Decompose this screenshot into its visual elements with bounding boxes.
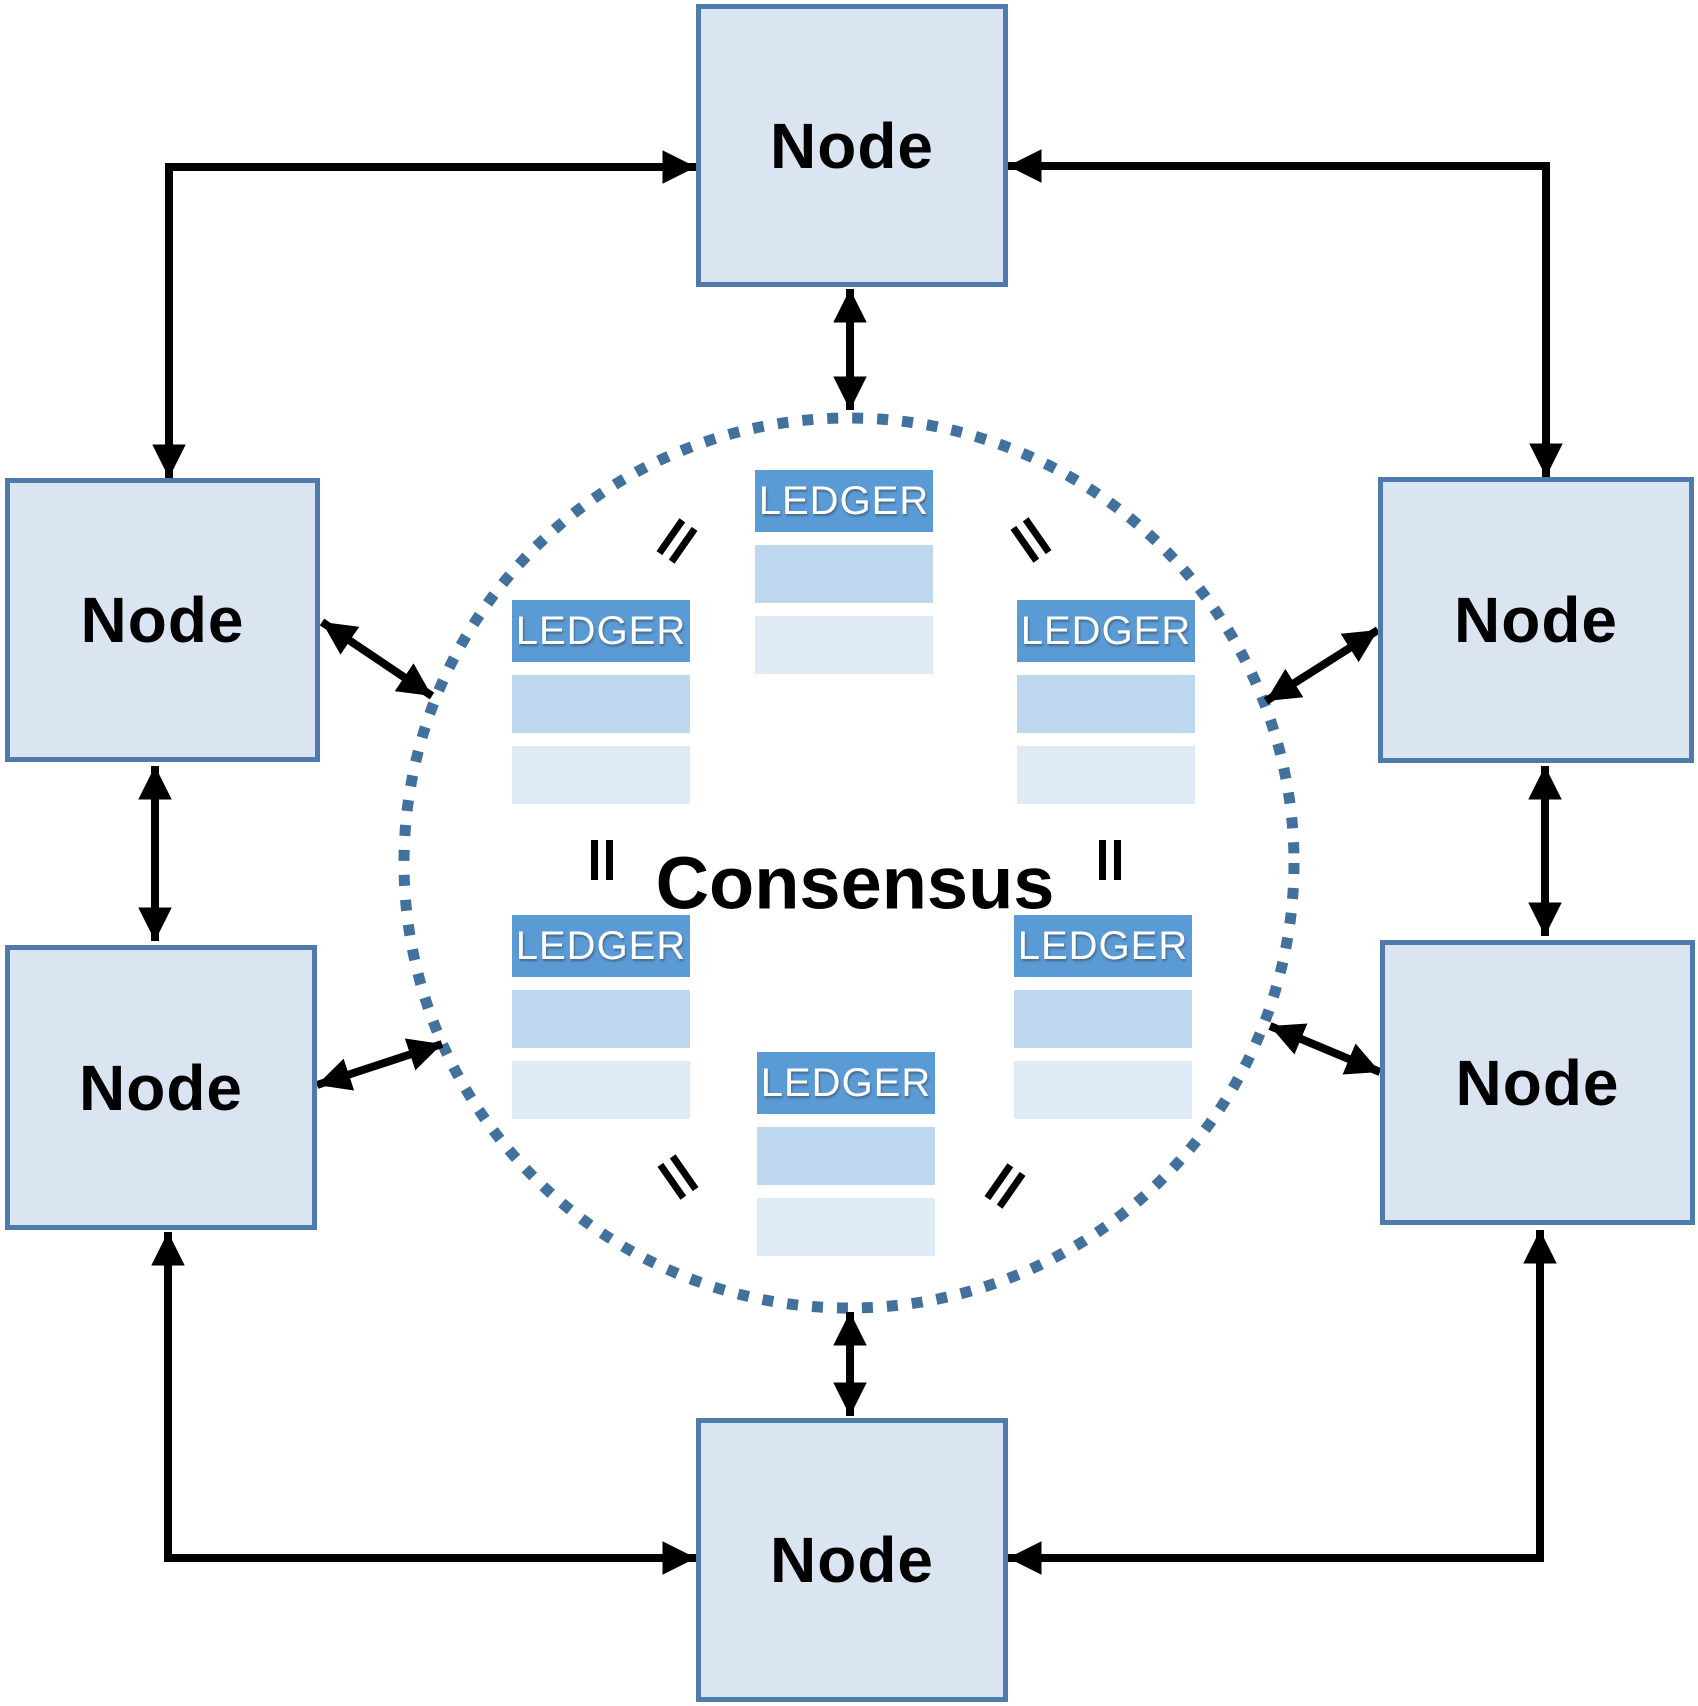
ledger-row xyxy=(512,746,690,804)
node-label: Node xyxy=(770,109,934,182)
ledger-row xyxy=(1017,746,1195,804)
ledger-row xyxy=(1014,1061,1192,1119)
connector-elbow-top-left xyxy=(152,150,696,478)
ledger-title: LEDGER xyxy=(1017,600,1195,662)
node-box-right-top: Node xyxy=(1378,477,1694,763)
connector-elbow-bottom-left xyxy=(151,1232,696,1575)
ledger-row xyxy=(1017,675,1195,733)
ledger-table-bottom-left: LEDGER xyxy=(512,915,690,1119)
node-box-left-top: Node xyxy=(5,478,320,762)
connector-left-bottom-node-circle xyxy=(315,1038,444,1091)
node-box-left-bottom: Node xyxy=(5,945,317,1230)
node-box-top: Node xyxy=(696,4,1008,287)
connector-right-top-node-circle xyxy=(1263,626,1381,705)
connector-left-top-node-circle xyxy=(319,618,435,700)
node-label: Node xyxy=(770,1524,934,1596)
consensus-dotted-circle xyxy=(398,412,1300,1314)
ledger-row xyxy=(512,1061,690,1119)
ledger-title: LEDGER xyxy=(1014,915,1192,977)
connector-elbow-bottom-right xyxy=(1008,1230,1557,1575)
node-label: Node xyxy=(79,1051,243,1124)
ledger-row xyxy=(1014,990,1192,1048)
node-box-right-bottom: Node xyxy=(1380,940,1695,1225)
connector-elbow-top-right xyxy=(1008,149,1563,477)
node-box-bottom: Node xyxy=(696,1418,1008,1702)
ledger-title: LEDGER xyxy=(512,600,690,662)
node-label: Node xyxy=(1455,1046,1620,1119)
ledger-table-top-left: LEDGER xyxy=(512,600,690,804)
node-label: Node xyxy=(80,584,245,656)
equals-icon xyxy=(1099,840,1121,880)
ledger-title: LEDGER xyxy=(757,1052,935,1114)
ledger-table-bottom-right: LEDGER xyxy=(1014,915,1192,1119)
connector-right-bottom-node-circle xyxy=(1268,1022,1382,1076)
ledger-table-bottom-center: LEDGER xyxy=(757,1052,935,1256)
ledger-row xyxy=(755,545,933,603)
ledger-row xyxy=(755,616,933,674)
ledger-row xyxy=(757,1198,935,1256)
ledger-row xyxy=(512,675,690,733)
ledger-row xyxy=(512,990,690,1048)
ledger-table-top-right: LEDGER xyxy=(1017,600,1195,804)
ledger-row xyxy=(757,1127,935,1185)
ledger-title: LEDGER xyxy=(755,470,933,532)
node-label: Node xyxy=(1454,584,1618,656)
consensus-label: Consensus xyxy=(655,841,1055,925)
equals-icon xyxy=(591,840,613,880)
ledger-title: LEDGER xyxy=(512,915,690,977)
ledger-table-top-center: LEDGER xyxy=(755,470,933,674)
